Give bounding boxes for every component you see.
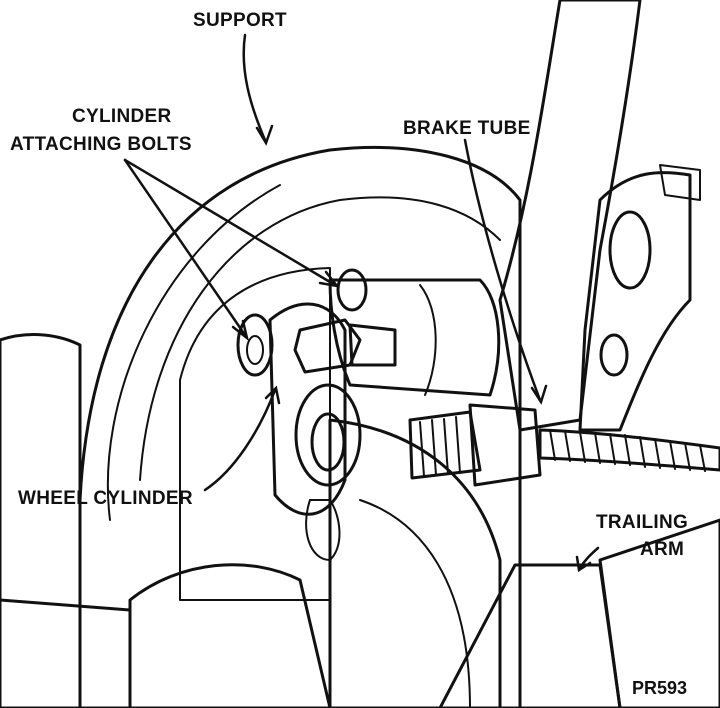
figure-code-box xyxy=(626,672,704,700)
cylinder-bolts-label-line2: ATTACHING BOLTS xyxy=(10,134,192,155)
trailing-arm-label-line2: ARM xyxy=(640,539,684,560)
support-label: SUPPORT xyxy=(193,10,287,31)
trailing-arm xyxy=(438,0,720,708)
brake-tube xyxy=(408,403,720,487)
brake-tube-label: BRAKE TUBE xyxy=(403,118,531,139)
cylinder-attaching-bolts xyxy=(236,268,397,377)
callout-labels: SUPPORT CYLINDER ATTACHING BOLTS BRAKE T… xyxy=(10,10,704,700)
cylinder-bolts-label-line1: CYLINDER xyxy=(72,106,172,127)
wheel-cylinder-label: WHEEL CYLINDER xyxy=(18,488,193,509)
wheel-cylinder xyxy=(268,278,501,561)
support-plate xyxy=(0,146,522,708)
trailing-arm-label-line1: TRAILING xyxy=(596,512,688,533)
leader-lines xyxy=(123,33,600,573)
lower-bracket xyxy=(0,563,332,708)
drum-backing xyxy=(179,267,502,708)
figure-code: PR593 xyxy=(632,678,687,698)
